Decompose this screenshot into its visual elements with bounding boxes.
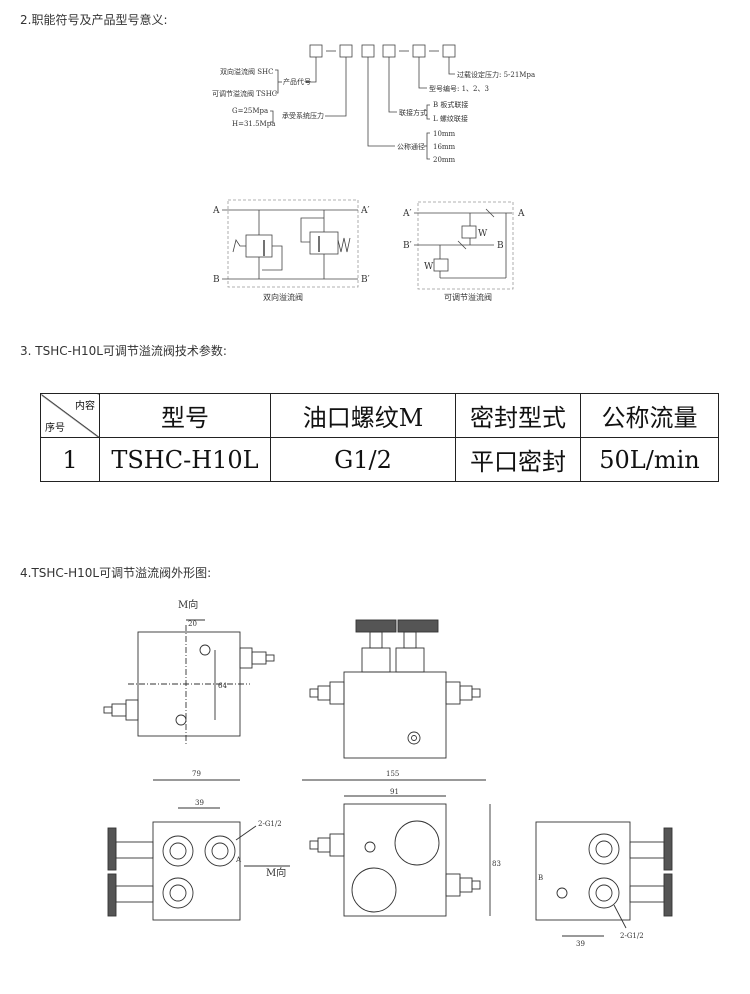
port-b-label: B	[538, 874, 543, 882]
diag-top: 内容	[75, 401, 95, 412]
thread-label-rear: 2-G1/2	[620, 932, 644, 940]
header-model: 型号	[99, 393, 271, 438]
port-a-left: A	[212, 206, 220, 216]
cell-model: TSHC-H10L	[99, 437, 271, 482]
diag-bottom: 序号	[45, 423, 65, 434]
model-code-diagram: 双向溢流阀 SHC 可调节溢流阀 TSHC 产品代号 G=25Mpa H=31.…	[212, 44, 535, 302]
port-a-right: A	[517, 209, 525, 219]
left-schematic-title: 双向溢流阀	[263, 292, 303, 302]
dim-155: 155	[386, 770, 399, 778]
product-a: 双向溢流阀 SHC	[220, 67, 273, 76]
main-view	[302, 779, 491, 917]
dim-39: 39	[195, 799, 204, 807]
diag-header-cell: 内容 序号	[40, 393, 100, 438]
dim-39-rear: 39	[576, 940, 585, 948]
section-4-title: 4.TSHC-H10L可调节溢流阀外形图:	[20, 566, 212, 580]
product-b: 可调节溢流阀 TSHC	[212, 89, 277, 98]
dim-64: 64	[218, 682, 227, 690]
port-b2-left: B′	[361, 275, 370, 285]
rear-view	[535, 821, 673, 937]
conn-b: B 板式联接	[433, 100, 468, 109]
dia-20: 20mm	[433, 156, 456, 164]
header-seal: 密封型式	[455, 393, 581, 438]
m-direction-arrow-label: M向	[266, 866, 286, 879]
thread-label: 2-G1/2	[258, 820, 282, 828]
cell-index: 1	[40, 437, 100, 482]
connection-label: 联接方式	[399, 108, 427, 117]
port-a2-right: A′	[402, 209, 412, 219]
section-3-title: 3. TSHC-H10L可调节溢流阀技术参数:	[20, 344, 227, 358]
pressure-g: G=25Mpa	[232, 107, 268, 115]
adjustable-relief-valve-symbol	[414, 201, 514, 290]
port-b2-right: B′	[403, 241, 412, 251]
table-row: 1 TSHC-H10L G1/2 平口密封 50L/min	[40, 437, 719, 482]
right-schematic-title: 可调节溢流阀	[444, 292, 492, 302]
pressure-h: H=31.5Mpa	[232, 120, 275, 128]
conn-l: L 螺纹联接	[433, 114, 468, 123]
cell-thread: G1/2	[270, 437, 456, 482]
w-label: W	[424, 262, 434, 272]
dim-79: 79	[192, 770, 201, 778]
side-view	[103, 619, 275, 745]
bidirectional-relief-valve-symbol	[222, 199, 359, 288]
front-view	[107, 779, 290, 921]
header-flow: 公称流量	[580, 393, 719, 438]
dim-83: 83	[492, 860, 501, 868]
header-thread: 油口螺纹M	[270, 393, 456, 438]
dim-20: 20	[188, 620, 197, 628]
cell-seal: 平口密封	[455, 437, 581, 482]
w-label: W	[478, 229, 488, 239]
dia-10: 10mm	[433, 130, 456, 138]
port-a2-left: A′	[360, 206, 370, 216]
port-a-label: A	[235, 856, 242, 864]
port-b-left: B	[213, 275, 220, 285]
cell-flow: 50L/min	[580, 437, 719, 482]
product-code-label: 产品代号	[283, 77, 311, 86]
section-2-title: 2.职能符号及产品型号意义:	[20, 13, 168, 27]
tech-params-table: 内容 序号 型号 油口螺纹M 密封型式 公称流量 1 TSHC-H10L G1/…	[40, 393, 719, 482]
dia-16: 16mm	[433, 143, 456, 151]
table-header-row: 内容 序号 型号 油口螺纹M 密封型式 公称流量	[40, 393, 719, 438]
system-pressure-label: 承受系统压力	[282, 111, 324, 120]
model-no: 型号编号: 1、2、3	[429, 84, 489, 93]
top-view	[309, 619, 481, 759]
dim-91: 91	[390, 788, 399, 796]
port-b-right: B	[497, 241, 504, 251]
overload-pressure: 过载设定压力: 5-21Mpa	[457, 70, 535, 79]
m-direction-label: M向	[178, 598, 198, 611]
nominal-dia-label: 公称通径	[397, 142, 425, 151]
